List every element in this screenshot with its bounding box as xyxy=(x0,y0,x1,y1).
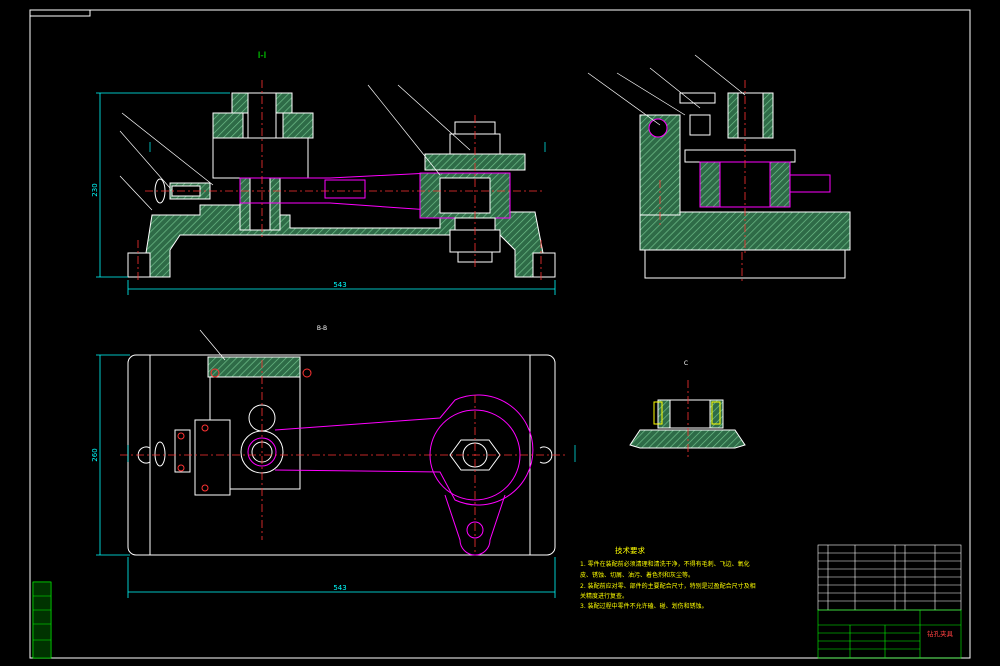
plan-link-arm xyxy=(274,394,534,506)
parts-list xyxy=(817,544,962,611)
detail-c-label: C xyxy=(684,360,688,367)
front-dimensions xyxy=(96,92,556,295)
section-b-label: B-B xyxy=(317,325,327,332)
front-height-dim: 230 xyxy=(91,183,99,196)
drawing-name: 钻孔夹具 xyxy=(927,629,954,638)
tech-req-line-1: 1. 零件在装配前必须清理和清洗干净，不得有毛刺、飞边、氧化 xyxy=(580,560,750,568)
side-view xyxy=(587,54,851,282)
front-width-dim: 543 xyxy=(333,281,346,289)
detail-c-view xyxy=(629,380,746,460)
plan-dimensions xyxy=(96,354,556,598)
revision-stamp-block xyxy=(32,581,52,659)
tech-req-line-3: 2. 装配前应对零、部件的主要配合尺寸，特别是过盈配合尺寸及相 xyxy=(580,582,756,590)
tech-req-line-5: 3. 装配过程中零件不允许磕、碰、划伤和锈蚀。 xyxy=(580,602,708,610)
plan-height-dim: 260 xyxy=(91,448,99,461)
title-block xyxy=(817,609,962,659)
tech-req-line-4: 关精度进行复查。 xyxy=(580,592,628,600)
tech-req-title: 技术要求 xyxy=(615,545,645,555)
plan-view xyxy=(120,329,576,556)
column-block xyxy=(212,137,309,179)
tech-req-line-2: 皮、锈蚀、切屑、油污、着色剂和灰尘等。 xyxy=(580,571,694,579)
front-view xyxy=(119,80,556,282)
section-top-label: I-I xyxy=(258,51,267,61)
plan-width-dim: 543 xyxy=(333,584,346,592)
technical-requirements: 技术要求 1. 零件在装配前必须清理和清洗干净，不得有毛刺、飞边、氧化 皮、锈蚀… xyxy=(580,545,756,610)
drawing-frame xyxy=(29,9,971,659)
